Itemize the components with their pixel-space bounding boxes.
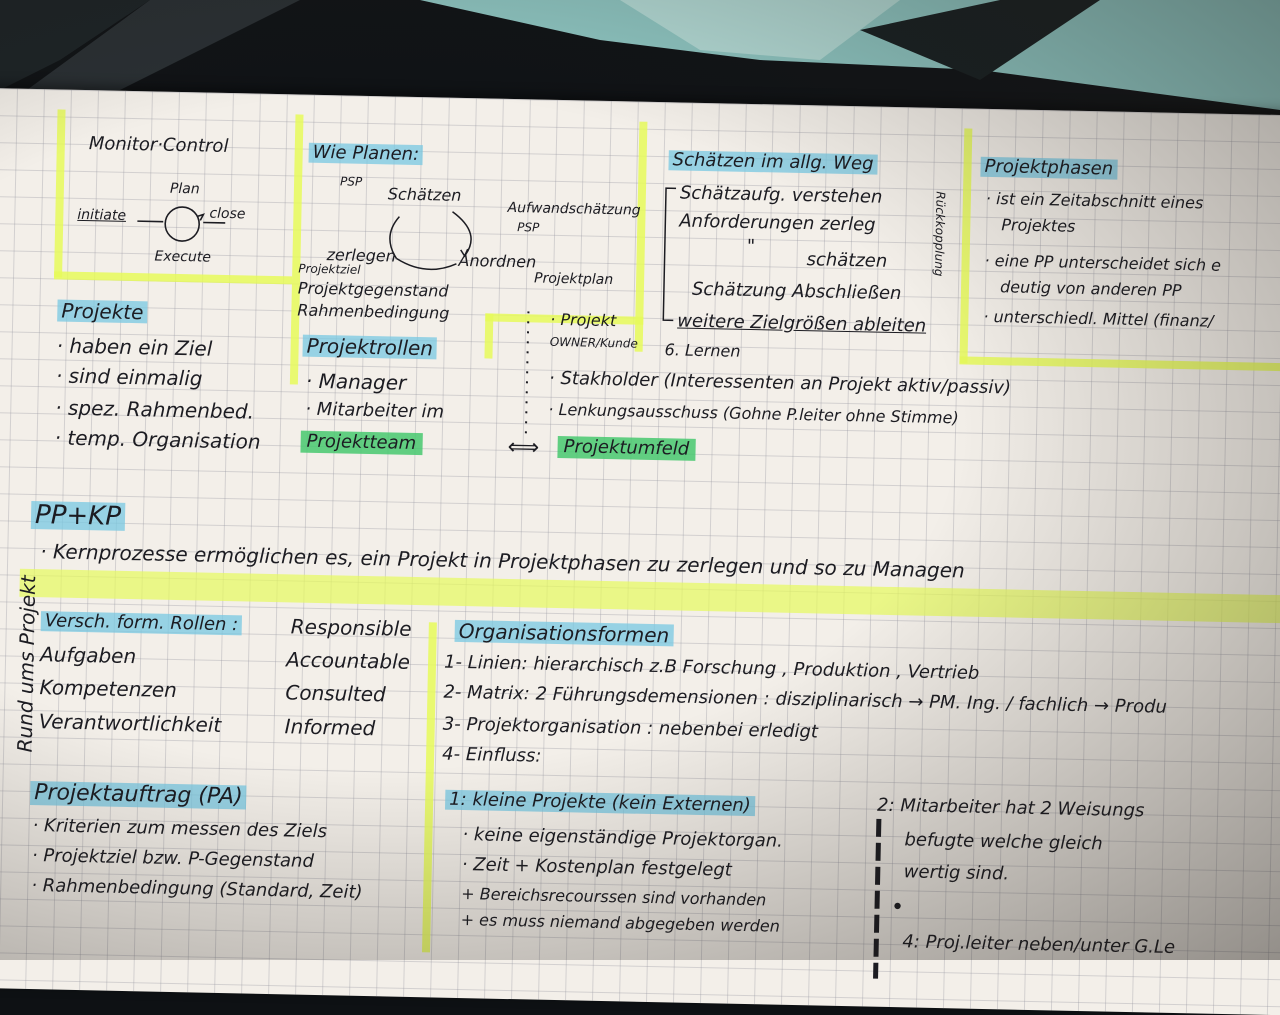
rollen-owner-2: OWNER/Kunde (549, 334, 638, 351)
yellow-line (484, 313, 494, 359)
raci-right-4: Informed (284, 714, 376, 741)
yellow-line (54, 271, 293, 285)
raci-left-2: Kompetenzen (39, 675, 178, 703)
schaetzen-step-7: 6. Lernen (664, 340, 741, 361)
phasen-line-3: · eine PP unterscheidet sich e (984, 250, 1222, 275)
initiate-label: initiate (77, 206, 127, 224)
yellow-line (959, 128, 973, 364)
psp-label: PSP (339, 174, 363, 189)
yellow-line (959, 356, 1280, 372)
schaetzen-step-2: Anforderungen zerleg (679, 210, 876, 236)
phasen-line-4: deutig von anderen PP (999, 277, 1182, 300)
projekte-item-4: · temp. Organisation (54, 425, 261, 454)
rollen-team: Projektteam (300, 430, 423, 456)
notebook-page: Rund ums Projekt Monitor·Control Plan in… (0, 88, 1280, 1015)
matrix-note-3: wertig sind. (903, 861, 1010, 885)
projekte-item-3: · spez. Rahmenbed. (55, 395, 255, 424)
psp2-label: PSP (517, 220, 540, 235)
schaetzen-step-5: Schätzung Abschließen (691, 278, 902, 305)
raci-title: Versch. form. Rollen : (40, 610, 243, 636)
phasen-line-5: · unterschiedl. Mittel (finanz/ (983, 306, 1214, 331)
phasen-line-2: Projektes (1001, 215, 1076, 236)
orga-item-1: 1- Linien: hierarchisch z.B Forschung , … (443, 651, 980, 684)
rahmen-label: Rahmenbedingung (297, 300, 450, 323)
monitor-title: Monitor·Control (88, 133, 229, 158)
schaetzen-step-1: Schätzaufg. verstehen (679, 182, 883, 208)
schaetzen-step-6: weitere Zielgrößen ableiten (677, 310, 927, 337)
rollen-title: Projektrollen (302, 334, 438, 360)
projekte-item-2: · sind einmalig (55, 363, 203, 391)
rollen-lenkung: · Lenkungsausschuss (Gohne P.leiter ohne… (548, 399, 959, 428)
kleine-title: 1: kleine Projekte (kein Externen) (444, 789, 756, 817)
yellow-line (421, 622, 437, 953)
rollen-mitarbeiter: · Mitarbeiter im (305, 398, 445, 423)
kleine-item-1: · keine eigenständige Projektorgan. (462, 824, 784, 852)
dotted-divider (524, 311, 530, 442)
rollen-manager: · Manager (305, 368, 407, 395)
auftrag-title: Projektauftrag (PA) (29, 780, 247, 810)
wieplanen-title: Wie Planen: (308, 142, 424, 166)
rollen-umfeld: Projektumfeld (557, 435, 696, 461)
matrix-divider (873, 818, 882, 979)
raci-right-1: Responsible (290, 614, 412, 641)
pp-title: PP+KP (30, 500, 126, 532)
kleine-item-4: + es muss niemand abgegeben werden (460, 910, 781, 936)
projektziel-label: Projektziel (298, 261, 361, 277)
matrix-note-1: 2: Mitarbeiter hat 2 Weisungs (876, 794, 1145, 822)
matrix-note-2: befugte welche gleich (904, 829, 1103, 855)
projekte-item-1: · haben ein Ziel (56, 333, 213, 361)
phasen-line-1: · ist ein Zeitabschnitt eines (985, 188, 1204, 213)
orga-item-3: 3- Projektorganisation : nebenbei erledi… (442, 713, 819, 743)
orga-item-4: 4- Einfluss: (441, 743, 542, 767)
schaetzen-title: Schätzen im allg. Weg (668, 149, 878, 175)
yellow-line (54, 109, 66, 278)
auftrag-item-1: · Kriterien zum messen des Ziels (32, 815, 328, 843)
proj-leiter-note: 4: Proj.leiter neben/unter G.Le (902, 931, 1176, 959)
side-title: Rund ums Projekt (12, 575, 41, 753)
phasen-title: Projektphasen (980, 156, 1118, 180)
schaetzen-step-3: " (746, 235, 756, 258)
orga-title: Organisationsformen (454, 619, 674, 647)
auftrag-item-2: · Projektziel bzw. P-Gegenstand (31, 845, 315, 872)
raci-right-3: Consulted (285, 680, 387, 707)
projekte-title: Projekte (57, 299, 148, 324)
yellow-line (289, 114, 304, 385)
schaetzen-step-4: schätzen (806, 249, 888, 272)
schaetzen-bracket (662, 187, 677, 322)
kleine-item-2: · Zeit + Kostenplan festgelegt (461, 854, 733, 881)
auftrag-item-3: · Rahmenbedingung (Standard, Zeit) (31, 875, 363, 903)
cycle-diagram (137, 206, 226, 242)
matrix-bullet: • (890, 895, 905, 921)
rollen-stakeholder: · Stakholder (Interessenten an Projekt a… (548, 367, 1012, 399)
kleine-item-3: + Bereichsrecourssen sind vorhanden (461, 884, 767, 910)
gegenstand-label: Projektgegenstand (297, 278, 449, 301)
projektplan-label: Projektplan (533, 270, 614, 289)
raci-left-1: Aufgaben (39, 642, 137, 669)
rollen-owner-1: · Projekt (550, 309, 617, 331)
planning-cycle-arrows (389, 211, 472, 271)
raci-left-3: Verantwortlichkeit (38, 709, 222, 737)
raci-right-2: Accountable (285, 647, 411, 674)
aufwand-label: Aufwandschätzung (507, 199, 641, 219)
orga-item-2: 2- Matrix: 2 Führungsdemensionen : diszi… (443, 681, 1168, 718)
rueckkopplung-label: Rückkopplung (931, 191, 948, 277)
